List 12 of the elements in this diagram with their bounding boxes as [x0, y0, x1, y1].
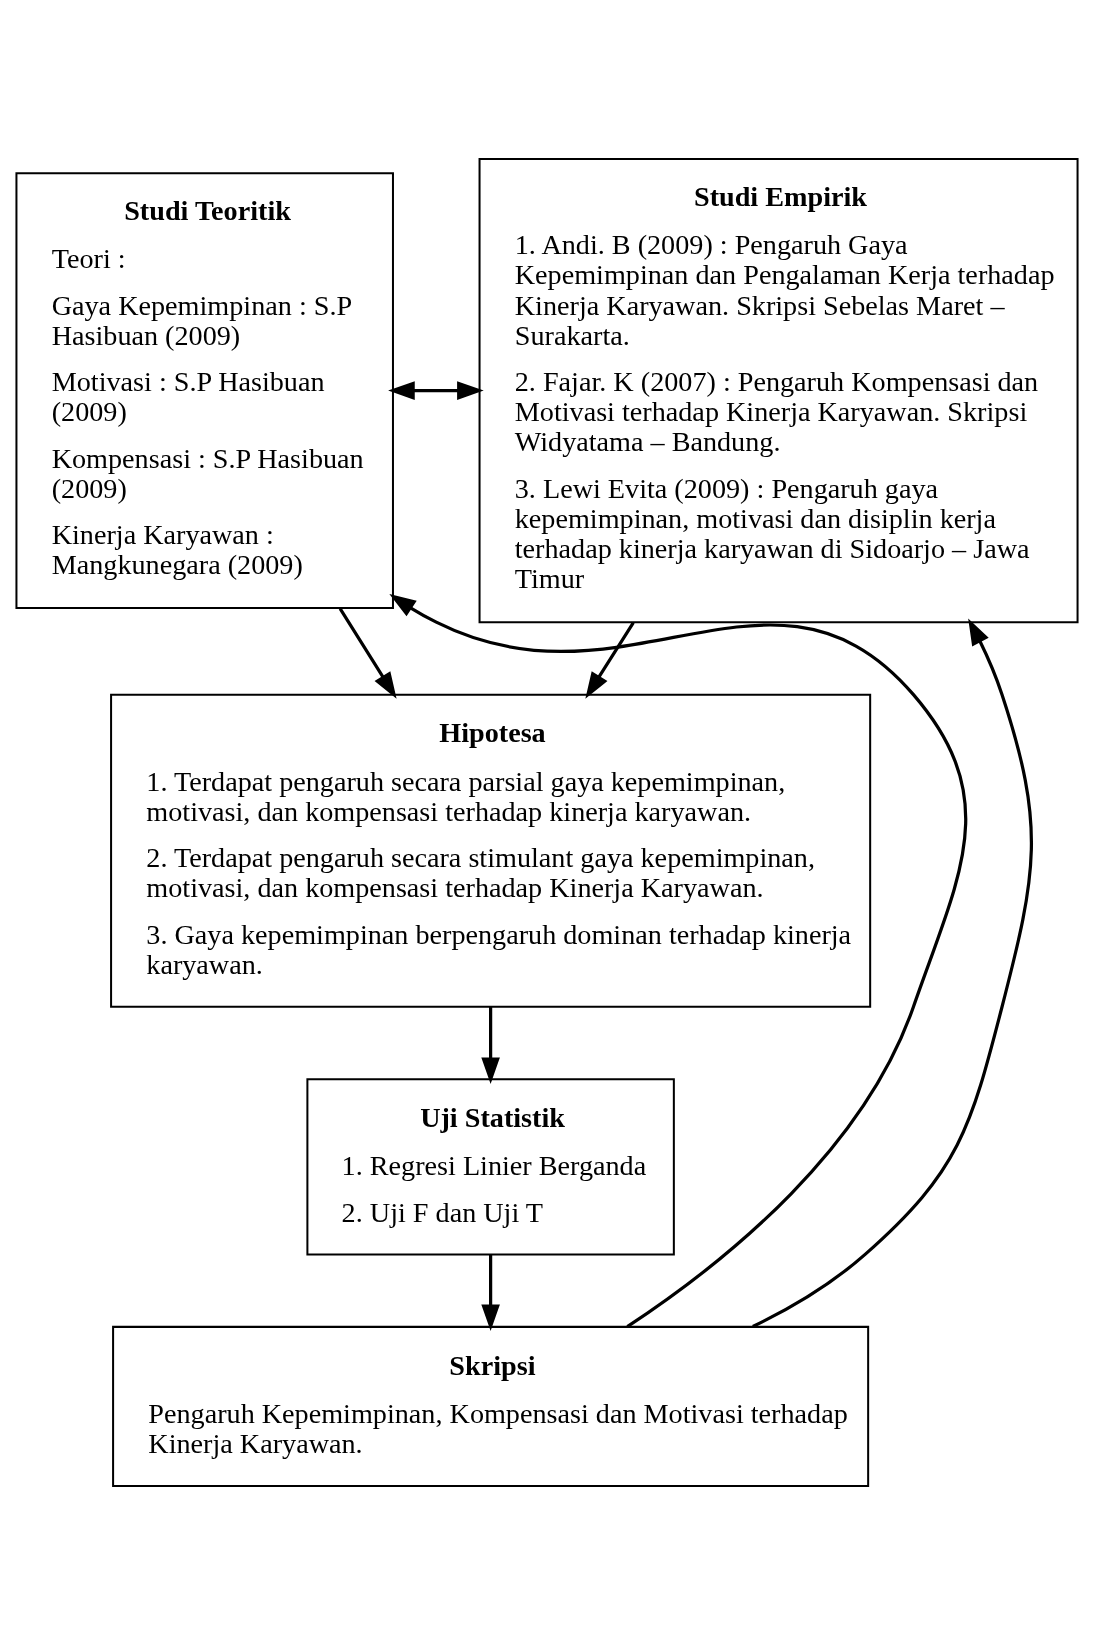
node-box: Uji Statistik 1. Regresi Linier Berganda 2. Uji F dan Uji T: [306, 1077, 675, 1255]
arrow: [338, 607, 397, 699]
arrow: [388, 380, 484, 400]
node-box: Studi Teoritik Teori : Gaya Kepemimpinan : S.P Hasibuan (2009) Motivasi : S.P Hasibuan (2009) Kompensasi : S.P Hasibuan (2009) Kinerja Karyawan : Mangkunegara (2009): [15, 171, 394, 609]
arrow: [752, 617, 1033, 1328]
arrow: [389, 593, 968, 1328]
arrow: [585, 621, 635, 699]
arrow: [481, 1006, 500, 1084]
node-box: Hipotesa 1. Terdapat pengaruh secara parsial gaya kepemimpinan, motivasi, dan kompensasi terhadap kinerja karyawan. 2. Terdapat pengaruh secara stimulant gaya kepemimpinan, motivasi, dan kompensasi terhadap Kinerja Karyawan. 3. Gaya kepemimpinan berpengaruh dominan terhadap kinerja karyawan.: [110, 693, 872, 1008]
node-box: Skripsi Pengaruh Kepemimpinan, Kompensasi dan Motivasi terhadap Kinerja Karyawan.: [112, 1325, 870, 1487]
node-box: Studi Empirik 1. Andi. B (2009) : Pengaruh Gaya Kepemimpinan dan Pengalaman Kerja terhadap Kinerja Karyawan. Skripsi Sebelas Maret – Surakarta. 2. Fajar. K (2007) : Pengaruh Kompensasi dan Motivasi terhadap Kinerja Karyawan. Skripsi Widyatama – Bandung. 3. Lewi Evita (2009) : Pengaruh gaya kepemimpinan, motivasi dan disiplin kerja terhadap kinerja karyawan di Sidoarjo – Jawa Timur: [478, 157, 1079, 623]
arrow: [481, 1254, 500, 1331]
